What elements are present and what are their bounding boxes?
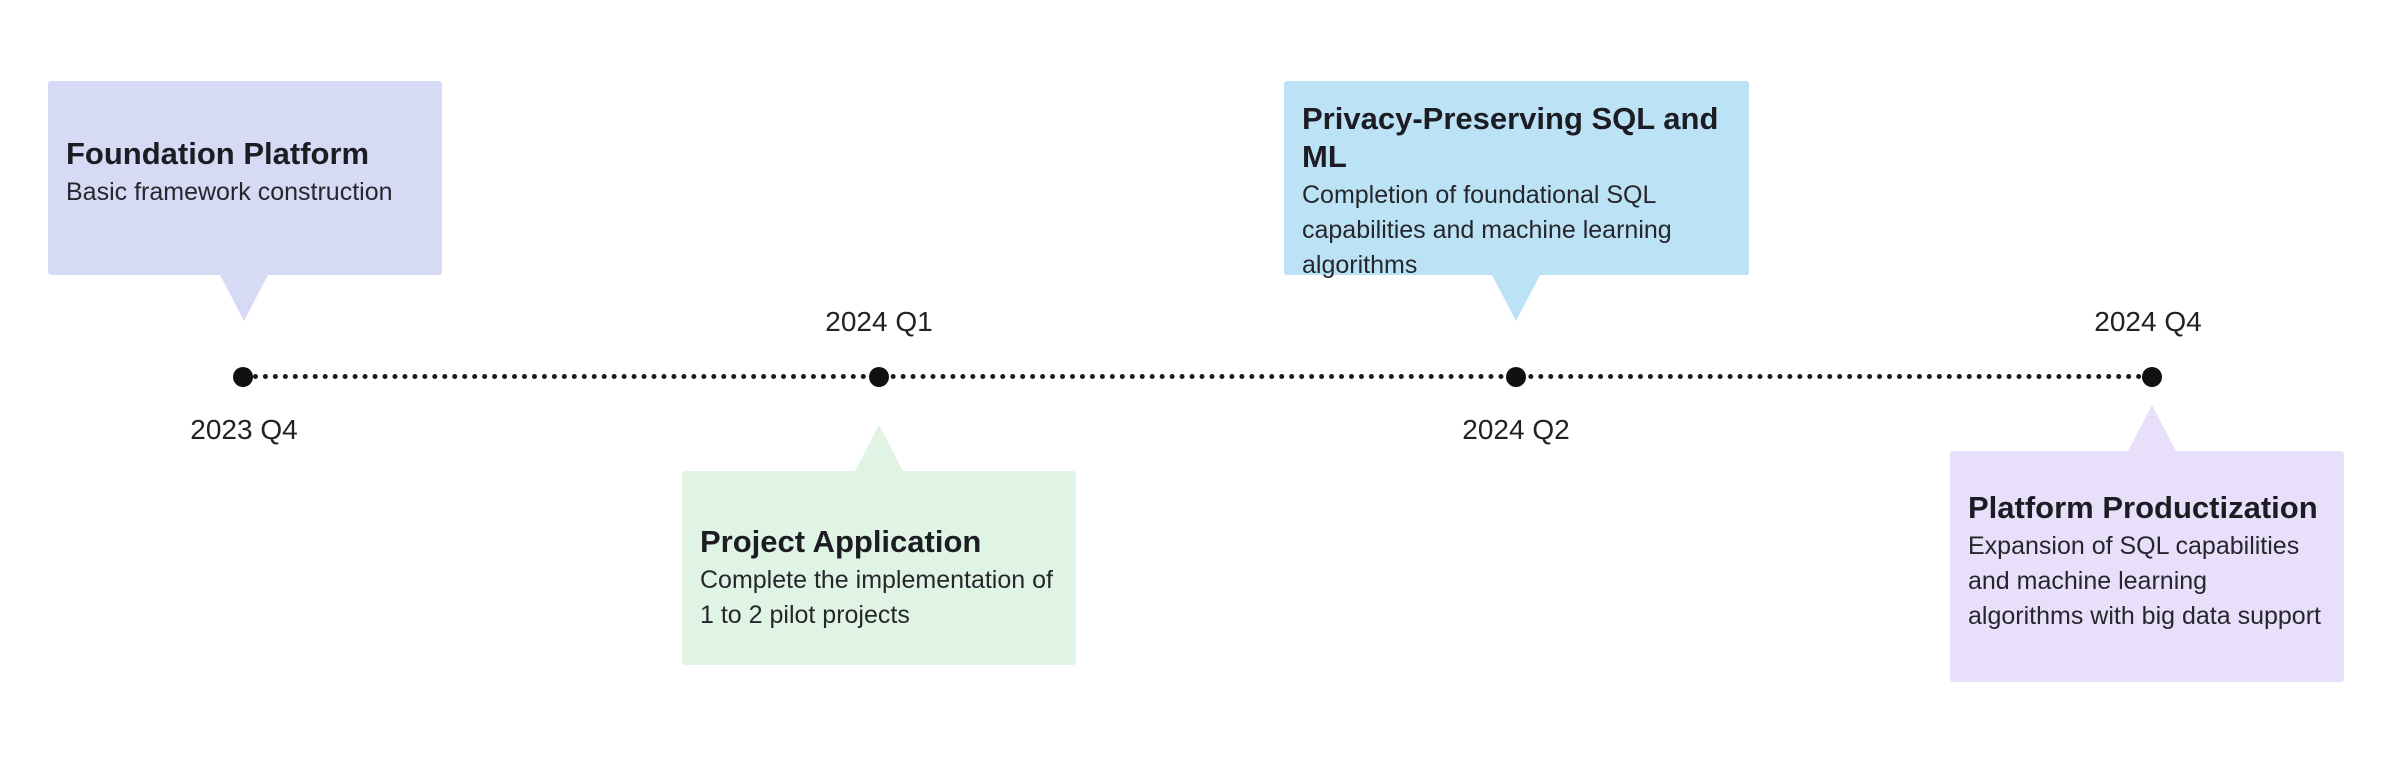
- callout-title: Privacy-Preserving SQL and ML: [1302, 101, 1719, 174]
- date-label-2023-q4: 2023 Q4: [190, 414, 298, 445]
- milestone-dot-2024-q4: [2142, 367, 2162, 387]
- timeline-axis: [243, 374, 2153, 379]
- callout-description: Complete the implementation of 1 to 2 pi…: [700, 566, 1053, 629]
- milestone-dot-2023-q4: [233, 367, 253, 387]
- callout-description: Completion of foundational SQL capabilit…: [1302, 181, 1672, 279]
- callout-foundation-platform: Foundation Platform Basic framework cons…: [48, 81, 442, 275]
- date-label-2024-q2: 2024 Q2: [1462, 414, 1570, 445]
- callout-description: Basic framework construction: [66, 178, 393, 206]
- callout-platform-productization: Platform Productization Expansion of SQL…: [1950, 451, 2344, 682]
- callout-pointer-privacy: [1492, 275, 1540, 321]
- callout-pointer-foundation: [220, 275, 268, 321]
- date-label-2024-q4: 2024 Q4: [2094, 306, 2202, 337]
- milestone-dot-2024-q1: [869, 367, 889, 387]
- callout-title: Project Application: [700, 524, 982, 559]
- milestone-dot-2024-q2: [1506, 367, 1526, 387]
- callout-project-application: Project Application Complete the impleme…: [682, 471, 1076, 665]
- callout-title: Platform Productization: [1968, 490, 2318, 525]
- callout-title: Foundation Platform: [66, 136, 370, 171]
- date-label-2024-q1: 2024 Q1: [825, 306, 933, 337]
- callout-pointer-productization: [2128, 405, 2176, 451]
- callout-privacy-preserving: Privacy-Preserving SQL and ML Completion…: [1284, 81, 1749, 279]
- callout-description: Expansion of SQL capabilities and machin…: [1968, 532, 2321, 630]
- callout-pointer-application: [855, 425, 903, 471]
